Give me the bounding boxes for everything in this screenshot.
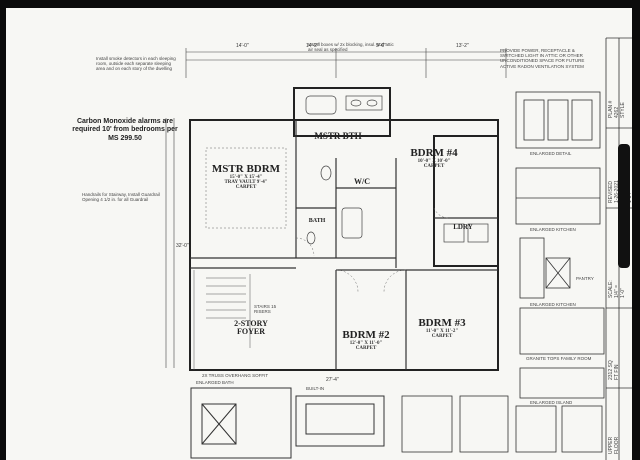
room-name: BDRM #3 [418,317,466,329]
room-dims: 10'-0" X 10'-0" [417,159,451,164]
room-finish: CARPET [355,346,377,351]
room-foyer: 2-STORY FOYER [234,319,268,336]
dim-bottom: 27'-4" [326,377,339,383]
room-dims: 11'-0" X 11'-2" [425,329,459,334]
titleblock-sqft: 2312 SQ FT FIN [608,360,620,380]
note-ventilation: PROVIDE POWER, RECEPTACLE & SWITCHED LIG… [500,48,585,69]
detail-label-2: PANTRY [576,276,594,281]
dim-top-0: 14'-0" [236,43,249,49]
room-bath: BATH [308,218,326,224]
note-top-center: Install boxes w/ 2x blocking, insul. and… [308,42,394,53]
titleblock-sheet: UPPER FLOOR [608,436,620,454]
room-ldry: LDRY [453,223,473,231]
room-finish: CARPET [235,185,257,190]
dim-left: 32'-0" [176,243,189,249]
room-ceiling: TRAY VAULT 9'-4" [224,180,268,185]
note-handrail: Handrails for Stairway, Install Guardrai… [82,192,160,203]
titleblock-plan-no: PLAN # 4262 STYLE [608,100,626,118]
detail-label-3: ENLARGED KITCHEN [530,302,576,307]
redaction-bar [618,144,630,268]
room-dims: 15'-0" X 15'-4" [229,175,263,180]
floor-plan-drawing [165,37,632,460]
room-finish: CARPET [431,334,453,339]
detail-label-6: BUILT-IN [306,386,325,391]
blueprint-sheet: Install smoke detectors in each sleeping… [6,8,632,460]
detail-label-7: ENLARGED BATH [196,380,234,385]
note-beam: 2X TRUSS OVERHANG SOFFIT [202,373,269,378]
dim-top-1: 14'-2" [306,43,319,49]
dim-top-2: 5'-0" [376,43,386,49]
dim-top-3: 13'-2" [456,43,469,49]
room-bdrm4: BDRM #4 10'-0" X 10'-0" CARPET [404,147,464,170]
detail-label-5: GRANITE TOPS FAMILY ROOM [526,356,592,361]
room-finish: CARPET [423,164,445,169]
note-carbon-monoxide: Carbon Monoxide alarms are required 10' … [72,118,178,142]
room-name: BDRM #2 [342,329,390,341]
room-name: MSTR BDRM [211,163,281,175]
room-wic: W/C [354,177,370,186]
note-top-left: Install smoke detectors in each sleeping… [96,56,176,72]
note-stair: STAIRS 15 RISERS [254,304,277,315]
detail-label-4: ENLARGED ISLAND [530,400,573,405]
room-name: BDRM #4 [410,147,458,159]
titleblock-scale: SCALE: 1/4" = 1'-0" [608,280,626,298]
detail-label-0: ENLARGED DETAIL [530,151,572,156]
room-mstr-bdrm: MSTR BDRM 15'-0" X 15'-4" TRAY VAULT 9'-… [211,163,281,191]
room-bdrm2: BDRM #2 12'-0" X 11'-0" CARPET [336,329,396,352]
room-mstr-bath: MSTR BTH [314,131,362,141]
detail-label-1: ENLARGED KITCHEN [530,227,576,232]
room-dims: 12'-0" X 11'-0" [349,341,383,346]
room-bdrm3: BDRM #3 11'-0" X 11'-2" CARPET [410,317,474,340]
